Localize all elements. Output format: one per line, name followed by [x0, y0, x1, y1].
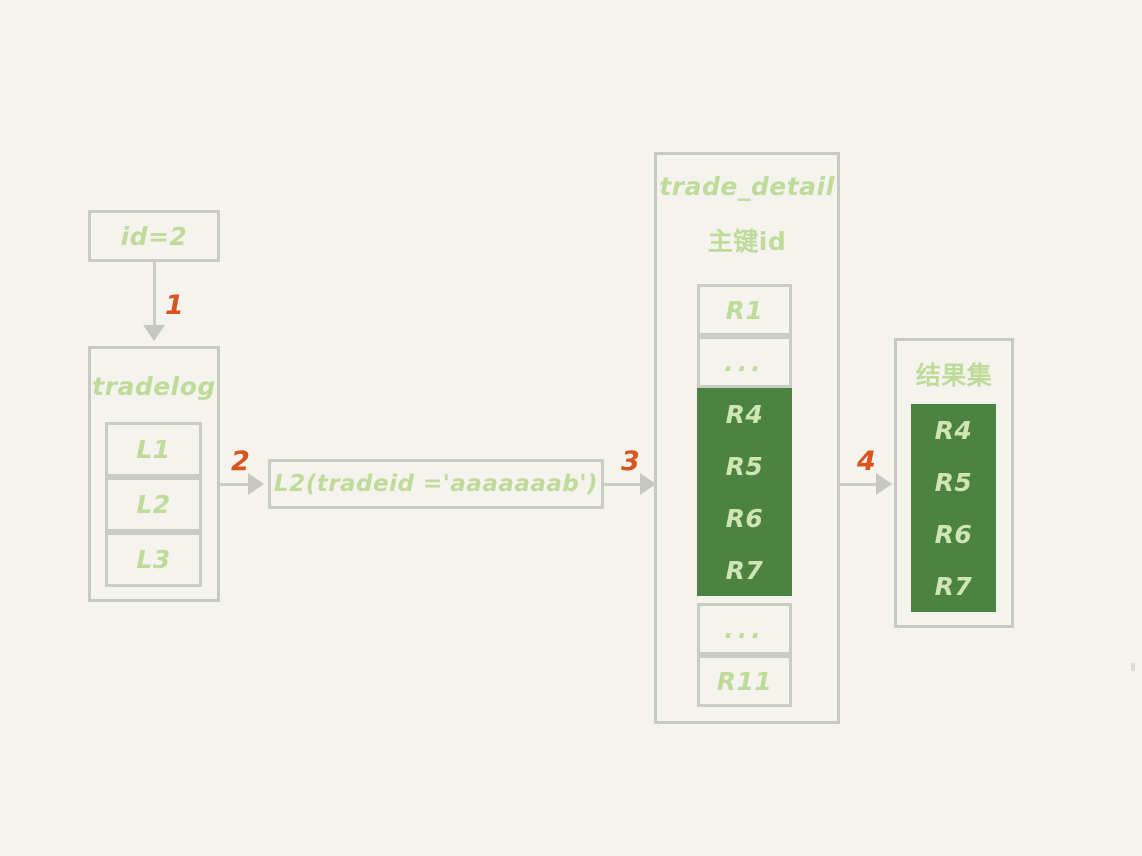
result-set-row-r6: R6 — [911, 508, 996, 560]
tradelog-row-l1-label: L1 — [136, 435, 171, 464]
trade-detail-row-r11: R11 — [697, 655, 792, 707]
trade-detail-row-r7-label: R7 — [725, 555, 764, 585]
trade-detail-row-r5-label: R5 — [725, 451, 764, 481]
connector-2-arrowhead — [248, 473, 264, 495]
result-set-row-r5-label: R5 — [934, 467, 973, 497]
trade-detail-row-r6: R6 — [697, 492, 792, 544]
step-number-1: 1 — [165, 290, 184, 321]
node-trade-detail-title-line2: 主键id — [707, 227, 787, 256]
node-tradelog-title: tradelog — [92, 372, 216, 401]
result-set-row-r4: R4 — [911, 404, 996, 456]
node-id-box-label: id=2 — [120, 221, 188, 251]
trade-detail-row-gap-top: ... — [697, 336, 792, 388]
trade-detail-row-r7: R7 — [697, 544, 792, 596]
trade-detail-row-r1: R1 — [697, 284, 792, 336]
node-trade-detail-title-line1: trade_detail — [659, 172, 835, 201]
connector-3-arrowhead — [640, 473, 656, 495]
trade-detail-row-r1-label: R1 — [725, 295, 764, 325]
trade-detail-row-r4: R4 — [697, 388, 792, 440]
step-number-4: 4 — [857, 446, 876, 477]
step-number-3: 3 — [621, 446, 640, 477]
trade-detail-row-r4-label: R4 — [725, 399, 764, 429]
node-condition-box-label: L2(tradeid ='aaaaaaab') — [274, 471, 598, 497]
node-id-box: id=2 — [88, 210, 220, 262]
node-condition-box: L2(tradeid ='aaaaaaab') — [268, 459, 604, 509]
trade-detail-row-r11-label: R11 — [716, 666, 773, 696]
connector-4-line — [840, 483, 888, 486]
result-set-row-r7-label: R7 — [934, 571, 973, 601]
connector-1-arrowhead — [143, 325, 165, 341]
node-result-set-title: 结果集 — [915, 361, 993, 390]
trade-detail-row-r5: R5 — [697, 440, 792, 492]
tradelog-row-l3-label: L3 — [136, 545, 171, 574]
connector-1-line — [153, 262, 156, 325]
result-set-row-r7: R7 — [911, 560, 996, 612]
tradelog-row-l2: L2 — [105, 477, 202, 532]
connector-3-line — [604, 483, 652, 486]
result-set-row-r6-label: R6 — [934, 519, 973, 549]
trade-detail-row-r6-label: R6 — [725, 503, 764, 533]
tradelog-row-l3: L3 — [105, 532, 202, 587]
tradelog-row-l1: L1 — [105, 422, 202, 477]
tradelog-row-l2-label: L2 — [136, 490, 171, 519]
connector-4-arrowhead — [876, 473, 892, 495]
result-set-row-r4-label: R4 — [934, 415, 973, 445]
trade-detail-row-gap-bottom: ... — [697, 603, 792, 655]
connector-2-line — [220, 483, 250, 486]
result-set-row-r5: R5 — [911, 456, 996, 508]
artifact-speck — [1131, 663, 1135, 671]
trade-detail-row-gap-top-label: ... — [724, 347, 765, 377]
step-number-2: 2 — [231, 446, 250, 477]
trade-detail-row-gap-bottom-label: ... — [724, 614, 765, 644]
